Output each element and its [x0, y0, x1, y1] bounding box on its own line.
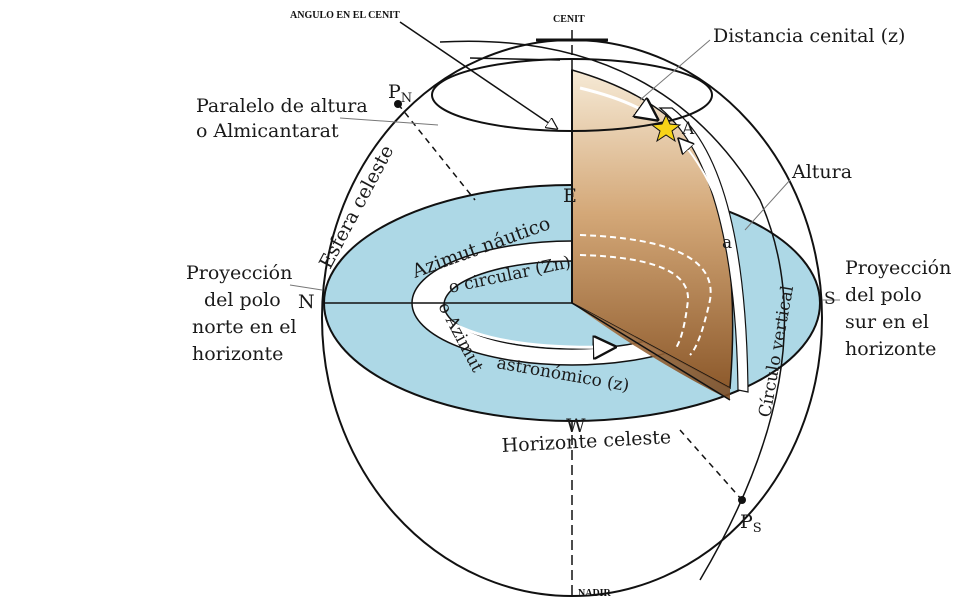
pole-axis-lower: [679, 429, 743, 501]
point-a-small-label: a: [722, 233, 732, 253]
proyeccion-sur-label: Proyección del polo sur en el horizonte: [845, 257, 951, 360]
paralelo-label-2: o Almicantarat: [196, 120, 339, 142]
pole-south-letter: P: [740, 511, 753, 533]
angulo-cenit-pointer-2: [469, 57, 561, 61]
north-label: N: [298, 291, 315, 313]
azimuth-arrow: [449, 320, 612, 347]
pole-axis-upper: [397, 103, 476, 201]
pole-north-sub: N: [401, 91, 412, 106]
altura-label: Altura: [791, 161, 852, 183]
pole-north-letter: P: [388, 81, 401, 103]
meridian-arc: [439, 40, 786, 581]
star-icon: [650, 113, 682, 143]
angulo-cenit-label: ANGULO EN EL CENIT: [290, 10, 400, 21]
proyeccion-norte-line-1: Proyección: [186, 262, 292, 284]
east-label: E: [563, 185, 577, 207]
paralelo-label-1: Paralelo de altura: [196, 95, 368, 117]
north-pole-dot: [394, 100, 402, 108]
dashed-azimuth-arc: [579, 234, 712, 356]
dashed-azimuth-arc-inner: [579, 254, 690, 349]
vertical-circle-band: [658, 107, 749, 393]
proyeccion-norte-pointer: [289, 284, 323, 291]
proyeccion-norte-label: Proyección del polo norte en el horizont…: [186, 262, 297, 365]
proyeccion-sur-line-2: del polo: [845, 284, 922, 306]
south-label: S: [824, 289, 836, 309]
south-pole-dot: [738, 496, 746, 504]
distancia-cenital-label: Distancia cenital (z): [713, 25, 905, 47]
proyeccion-norte-line-3: norte en el: [192, 316, 297, 338]
west-label: W: [566, 415, 586, 437]
paralelo-pointer: [339, 117, 439, 126]
west-line: [571, 302, 731, 401]
point-a-label: A: [681, 119, 695, 139]
pole-south-sub: S: [753, 521, 762, 536]
distancia-pointer: [639, 39, 711, 101]
altura-pointer: [744, 179, 791, 231]
zenith-distance-arrow: [579, 86, 655, 118]
proyeccion-norte-line-4: horizonte: [192, 343, 283, 365]
proyeccion-sur-line-4: horizonte: [845, 338, 936, 360]
proyeccion-norte-line-2: del polo: [204, 289, 281, 311]
proyeccion-sur-line-1: Proyección: [845, 257, 951, 279]
angulo-cenit-pointer: [399, 21, 556, 128]
horizonte-celeste-label: Horizonte celeste: [501, 426, 672, 457]
proyeccion-sur-line-3: sur en el: [845, 311, 929, 333]
cenit-label: CENIT: [553, 14, 585, 25]
pole-south-label: PS: [740, 511, 762, 536]
pole-north-label: PN: [388, 81, 412, 106]
nadir-label: NADIR: [578, 588, 612, 599]
altitude-arrow: [680, 140, 743, 331]
